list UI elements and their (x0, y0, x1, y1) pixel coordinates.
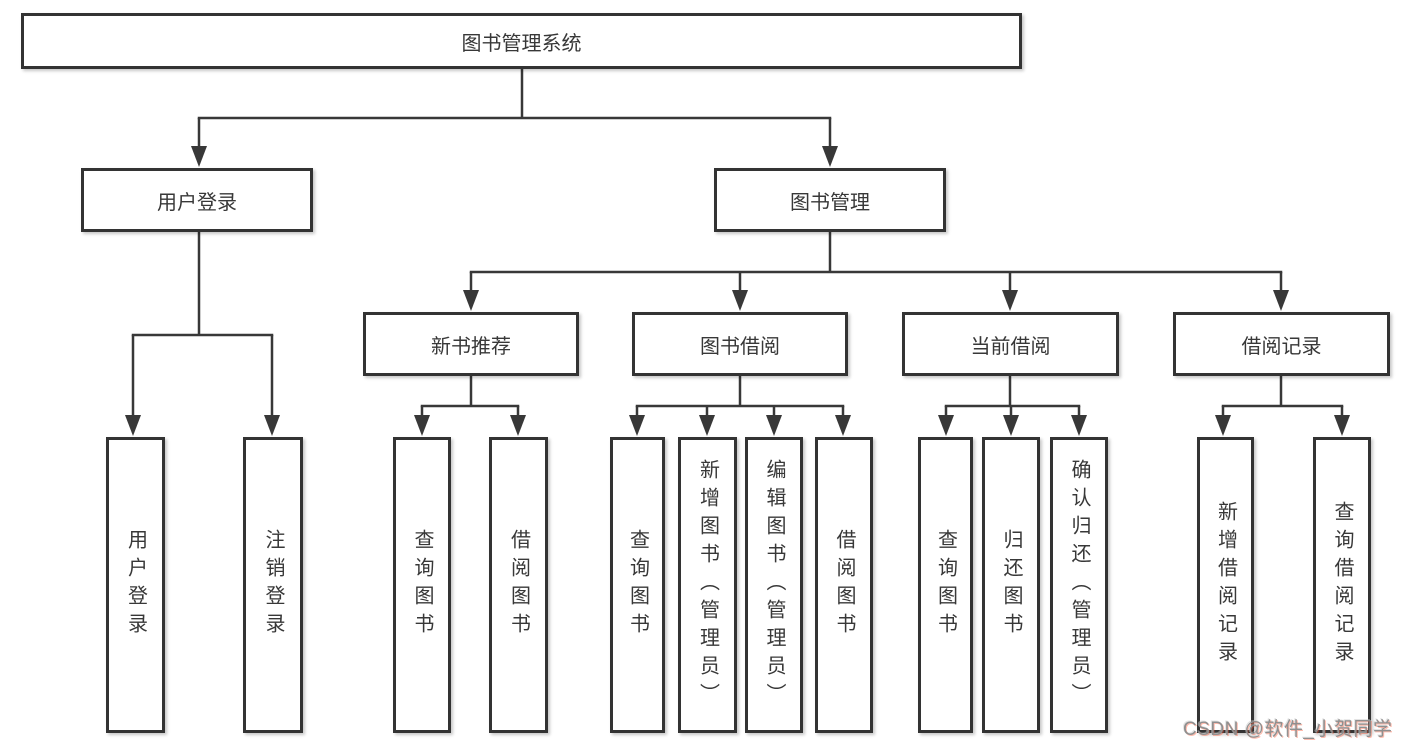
node-current-borrow-label: 当前借阅 (970, 335, 1051, 358)
node-user-login-label: 用户登录 (157, 191, 237, 214)
leaf-query-borrow-record-label: 查询借阅记录 (1331, 501, 1353, 669)
leaf-borrow-books: 借阅图书 (815, 437, 873, 733)
leaf-add-borrow-record-label: 新增借阅记录 (1214, 501, 1237, 669)
leaf-borrow-books-label: 借阅图书 (833, 529, 855, 641)
node-new-book-recommend: 新书推荐 (363, 312, 579, 376)
node-root-label: 图书管理系统 (461, 32, 582, 55)
leaf-add-books-admin: 新增图书（管理员） (678, 437, 737, 733)
node-book-management: 图书管理 (714, 168, 946, 232)
leaf-query-books-borrow: 查询图书 (610, 437, 665, 733)
node-book-management-label: 图书管理 (790, 191, 870, 214)
leaf-query-borrow-record: 查询借阅记录 (1313, 437, 1371, 733)
leaf-edit-books-admin: 编辑图书（管理员） (745, 437, 803, 733)
leaf-logout-label: 注销登录 (262, 529, 284, 641)
leaf-add-borrow-record: 新增借阅记录 (1197, 437, 1254, 733)
leaf-add-books-admin-label: 新增图书（管理员） (696, 459, 719, 711)
node-root: 图书管理系统 (21, 13, 1022, 69)
leaf-borrow-books-recommend-label: 借阅图书 (507, 529, 530, 641)
node-book-borrow: 图书借阅 (632, 312, 848, 376)
leaf-edit-books-admin-label: 编辑图书（管理员） (763, 459, 785, 711)
node-book-borrow-label: 图书借阅 (700, 335, 780, 358)
leaf-query-books-borrow-label: 查询图书 (626, 529, 649, 641)
leaf-query-books-recommend: 查询图书 (393, 437, 451, 733)
node-current-borrow: 当前借阅 (902, 312, 1119, 376)
leaf-user-login-label: 用户登录 (124, 529, 147, 641)
leaf-return-books-label: 归还图书 (1000, 529, 1022, 641)
arrowheads (125, 146, 1350, 436)
leaf-query-books-current-label: 查询图书 (934, 529, 957, 641)
leaf-logout: 注销登录 (243, 437, 303, 733)
leaf-user-login: 用户登录 (106, 437, 165, 733)
leaf-confirm-return-admin-label: 确认归还（管理员） (1068, 459, 1090, 711)
csdn-watermark: CSDN @软件_小贺同学 (1183, 719, 1393, 740)
leaf-query-books-recommend-label: 查询图书 (411, 529, 433, 641)
node-borrow-records-label: 借阅记录 (1241, 335, 1322, 358)
leaf-query-books-current: 查询图书 (918, 437, 973, 733)
node-borrow-records: 借阅记录 (1173, 312, 1390, 376)
node-new-book-recommend-label: 新书推荐 (431, 335, 511, 358)
leaf-return-books: 归还图书 (982, 437, 1040, 733)
node-user-login: 用户登录 (81, 168, 313, 232)
leaf-borrow-books-recommend: 借阅图书 (489, 437, 548, 733)
leaf-confirm-return-admin: 确认归还（管理员） (1050, 437, 1108, 733)
